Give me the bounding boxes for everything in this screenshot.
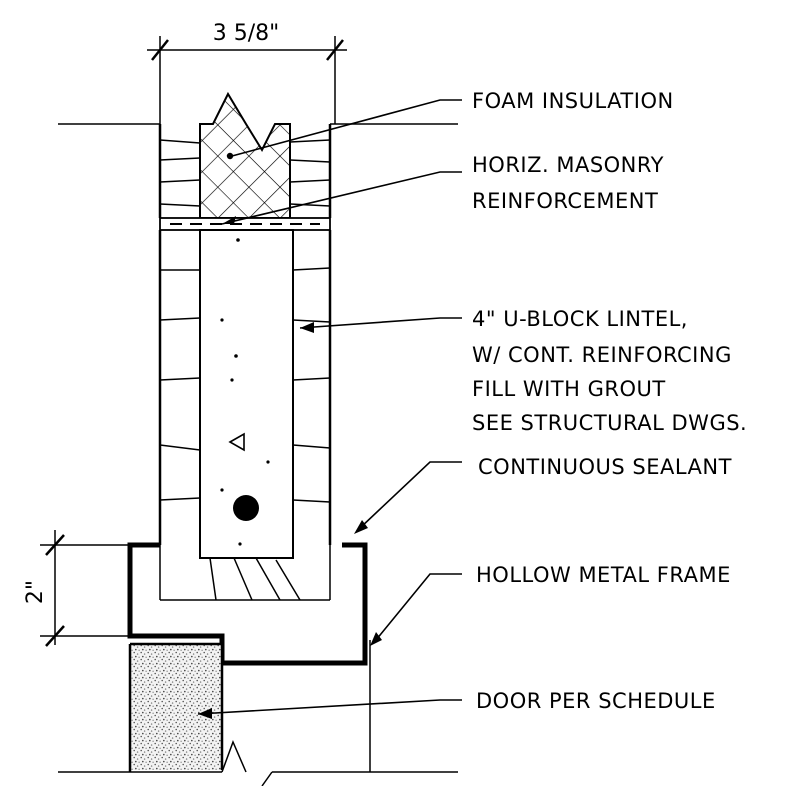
horizontal-masonry-reinforcement [159, 217, 331, 231]
annotation-notes: FOAM INSULATION HORIZ. MASONRY REINFORCE… [472, 89, 747, 713]
note-lintel-line1: 4" U-BLOCK LINTEL, [472, 307, 688, 331]
u-block-lintel [158, 229, 332, 601]
leader-lines [197, 99, 462, 719]
note-foam-insulation: FOAM INSULATION [472, 89, 674, 113]
height-dimension: 2" [23, 530, 130, 647]
reinforcing-bar [233, 495, 259, 521]
width-dimension-label: 3 5/8" [213, 21, 280, 46]
height-dimension-label: 2" [23, 580, 48, 604]
top-masonry-block [158, 91, 332, 219]
foam-insulation [199, 91, 291, 219]
door [128, 642, 273, 786]
note-lintel-line4: SEE STRUCTURAL DWGS. [472, 411, 747, 435]
note-continuous-sealant: CONTINUOUS SEALANT [478, 455, 732, 479]
note-door-per-schedule: DOOR PER SCHEDULE [476, 689, 716, 713]
note-lintel-line3: FILL WITH GROUT [472, 377, 666, 401]
note-lintel-line2: W/ CONT. REINFORCING [472, 343, 732, 367]
note-horiz-masonry-line2: REINFORCEMENT [472, 189, 658, 213]
note-horiz-masonry-line1: HORIZ. MASONRY [472, 153, 664, 177]
note-hollow-metal-frame: HOLLOW METAL FRAME [476, 563, 731, 587]
width-dimension: 3 5/8" [147, 21, 347, 124]
